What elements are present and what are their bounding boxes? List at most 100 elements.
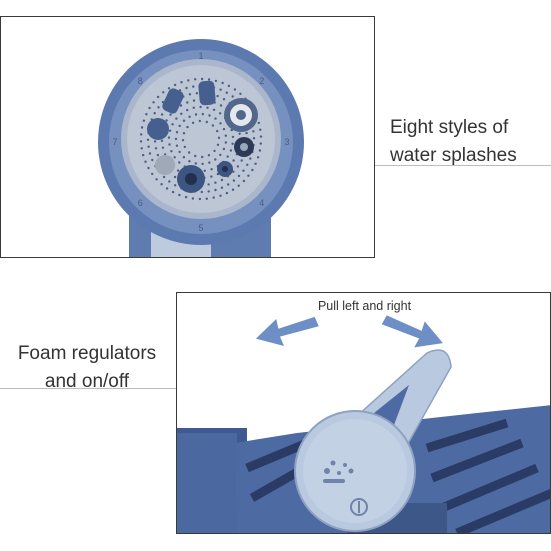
spray-hole: [192, 85, 195, 88]
spray-hole: [216, 94, 219, 98]
spray-hole: [139, 140, 143, 143]
spray-hole: [156, 95, 160, 99]
spray-hole: [211, 124, 215, 127]
spray-hole: [163, 153, 167, 156]
spray-hole: [222, 127, 226, 131]
spray-hole: [160, 183, 163, 186]
spray-hole: [207, 78, 211, 81]
spray-hole: [218, 112, 222, 115]
spray-hole: [246, 163, 249, 166]
spray-hole: [151, 172, 154, 176]
spray-hole: [194, 162, 197, 165]
outlet-cone-core: [240, 143, 248, 151]
spray-hole: [252, 130, 255, 133]
spray-hole: [212, 196, 215, 199]
spray-hole: [167, 87, 171, 90]
spray-hole: [236, 165, 240, 168]
spray-hole: [178, 150, 181, 154]
spray-hole: [249, 157, 252, 160]
spray-hole: [214, 181, 217, 184]
spray-hole: [168, 180, 171, 183]
outlet-soaker: [155, 155, 175, 175]
spray-hole: [180, 112, 183, 116]
spray-hole: [200, 190, 203, 194]
spray-hole: [206, 106, 209, 109]
spray-hole: [188, 93, 192, 96]
spray-hole: [173, 156, 176, 159]
spray-hole: [199, 105, 202, 109]
spray-hole: [174, 184, 177, 187]
outlet-jet: [162, 88, 184, 114]
spray-hole: [232, 159, 235, 162]
outlet-angle: [147, 118, 169, 140]
spray-hole: [176, 169, 180, 172]
spray-hole: [259, 135, 263, 138]
spray-hole: [182, 119, 186, 122]
spray-hole: [165, 119, 168, 122]
spray-hole: [192, 99, 196, 102]
spray-hole: [205, 197, 208, 200]
outlet-center-core: [222, 166, 228, 172]
spray-hole: [142, 153, 145, 157]
spray-hole: [239, 92, 242, 96]
spray-hole: [156, 153, 160, 157]
spray-hole: [231, 135, 235, 139]
spray-hole: [140, 133, 143, 136]
outlet-shower-core: [236, 110, 246, 120]
spray-hole: [214, 188, 217, 192]
spray-hole: [198, 119, 201, 123]
spray-hole: [219, 194, 222, 197]
spray-hole: [153, 140, 157, 143]
spray-hole: [252, 137, 256, 140]
spray-hole: [170, 150, 173, 153]
spray-hole: [151, 158, 154, 162]
spray-pattern-outlets: [147, 80, 258, 193]
spray-hole: [160, 139, 164, 142]
spray-hole: [214, 79, 218, 83]
spray-hole: [224, 141, 227, 144]
spray-hole: [173, 175, 177, 179]
spray-hole: [216, 143, 220, 146]
spray-hole: [188, 160, 191, 163]
spray-hole: [147, 166, 150, 170]
spray-hole: [237, 184, 240, 187]
spray-hole: [140, 126, 144, 129]
body-ribs: [245, 418, 550, 533]
spray-hole: [251, 168, 254, 172]
spray-hole: [259, 142, 262, 145]
spray-hole: [254, 162, 257, 165]
spray-hole: [175, 117, 178, 120]
spray-hole: [238, 132, 241, 135]
caption-foam-regulators: Foam regulators and on/off: [0, 340, 174, 396]
spray-hole: [242, 179, 246, 183]
spray-hole: [171, 123, 174, 126]
outlet-flat: [198, 80, 216, 106]
spray-hole: [198, 197, 202, 201]
spray-hole: [225, 191, 229, 195]
spray-hole: [162, 91, 165, 94]
caption-top-line1: Eight styles of: [390, 117, 509, 138]
caption-rule-top: [375, 165, 551, 166]
spray-hole: [222, 98, 226, 101]
spray-hole: [140, 147, 143, 150]
outlet-mist-core: [185, 173, 197, 185]
spray-hole: [200, 77, 204, 81]
spray-hole: [221, 81, 224, 85]
foam-regulator-photo-panel: Pull left and right: [176, 292, 551, 534]
spray-hole: [201, 112, 204, 116]
spray-hole: [219, 122, 222, 125]
spray-hole: [171, 190, 175, 194]
spray-hole: [207, 183, 210, 186]
nozzle-setting-number: 6: [138, 198, 143, 208]
spray-hole: [160, 113, 164, 116]
foam-dial-inner: [303, 419, 407, 523]
spray-hole: [169, 113, 172, 116]
spray-hole: [188, 115, 191, 119]
spray-hole: [201, 162, 204, 166]
spray-hole: [247, 174, 250, 177]
spray-hole: [186, 125, 189, 129]
spray-hole: [207, 190, 210, 193]
power-off-icon: [350, 498, 368, 516]
spray-hole: [187, 151, 191, 154]
spray-hole: [175, 144, 179, 147]
